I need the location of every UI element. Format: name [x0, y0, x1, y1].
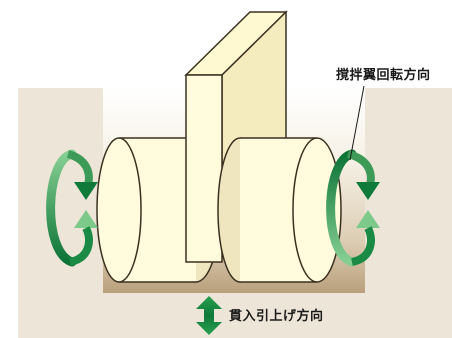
rotation-direction-label: 撹拌翼回転方向 — [336, 68, 431, 83]
left-rotation-arrow-icon — [46, 149, 98, 267]
up-down-arrow-icon — [196, 296, 222, 335]
penetration-direction-label: 貫入引上げ方向 — [229, 309, 324, 324]
right-rotation-arrow-icon — [326, 149, 380, 267]
rotation-label-leader — [349, 85, 365, 161]
right-drum — [217, 137, 342, 283]
